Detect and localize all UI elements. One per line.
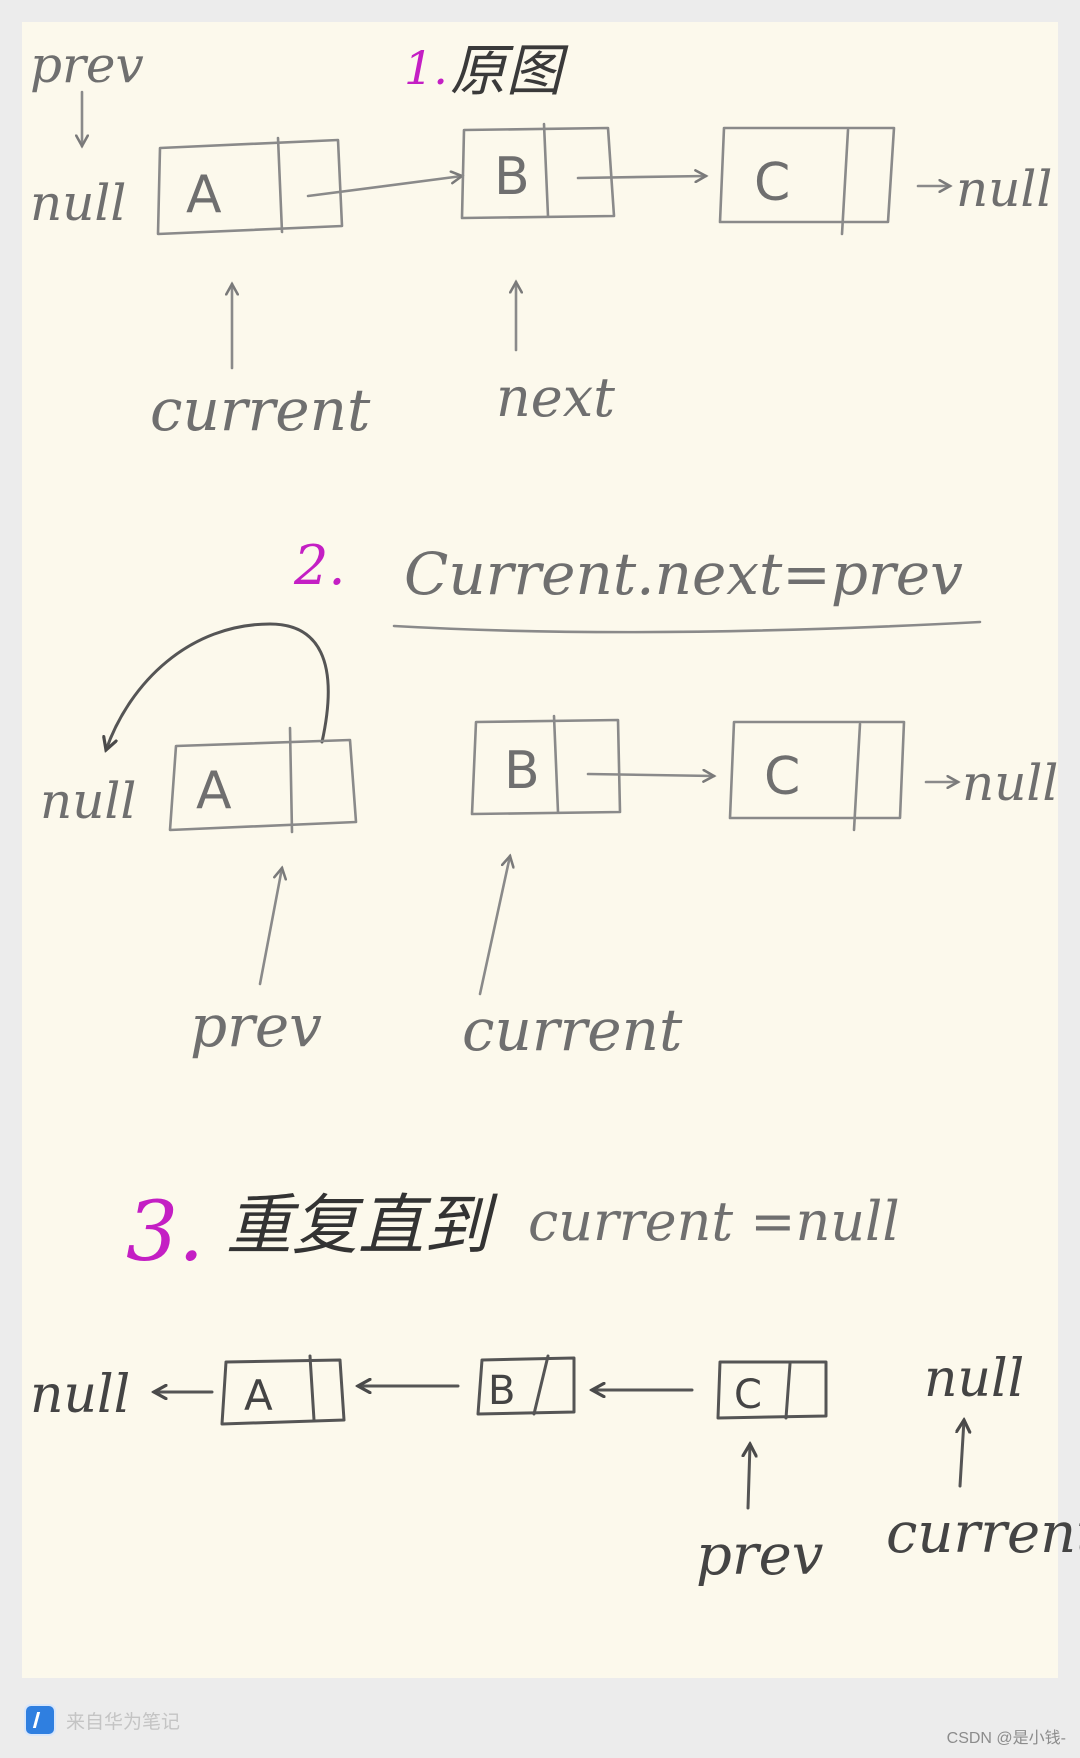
step1-null-right: null xyxy=(956,160,1052,218)
source-footer: 来自华为笔记 xyxy=(26,1706,180,1734)
step3-title-cn: 重复直到 xyxy=(226,1187,498,1264)
huawei-notes-icon xyxy=(26,1706,54,1734)
step2-node-b-label: B xyxy=(504,741,540,801)
step2-current-label: current xyxy=(462,996,683,1064)
step2-prev-arrow xyxy=(258,868,282,986)
step1-node-a-label: A xyxy=(186,165,222,225)
step2-redirect-arrow xyxy=(106,622,330,750)
step3-prev-label: prev xyxy=(696,1523,824,1588)
step3-node-a: A xyxy=(220,1354,346,1426)
step1-title: 原图 xyxy=(450,39,569,104)
step2-node-b: B xyxy=(470,714,622,816)
step3-node-b-label: B xyxy=(488,1368,515,1414)
source-text: 来自华为笔记 xyxy=(66,1711,181,1733)
step3-node-c: C xyxy=(716,1360,828,1420)
step2-node-c-label: C xyxy=(764,747,800,807)
step1-node-b-label: B xyxy=(494,147,530,207)
step3-null-left: null xyxy=(30,1365,130,1425)
step3-current-label: current xyxy=(886,1501,1080,1566)
step1-node-a: A xyxy=(156,136,344,236)
step3-node-c-label: C xyxy=(734,1372,762,1418)
step2-null-right: null xyxy=(962,754,1058,812)
step2-prev-label: prev xyxy=(190,992,322,1060)
step2-section: 2. Current.next=prev null A B C null pre… xyxy=(40,534,1058,1064)
step1-node-b: B xyxy=(460,122,616,220)
step1-null-left: null xyxy=(30,174,126,232)
csdn-watermark: CSDN @是小钱- xyxy=(946,1730,1066,1747)
step1-next-label: next xyxy=(496,366,615,429)
step1-prev-label: prev xyxy=(30,36,144,94)
step2-arrow-b-c xyxy=(586,774,714,776)
step2-title: Current.next=prev xyxy=(404,540,963,608)
step3-number: 3. xyxy=(126,1185,204,1280)
step3-section: 3. 重复直到 current =null null A B C null pr… xyxy=(30,1185,1080,1588)
step3-prev-arrow xyxy=(748,1444,750,1510)
step3-title-expr: current =null xyxy=(528,1190,900,1253)
note-page xyxy=(22,22,1058,1678)
step1-number: 1. xyxy=(404,41,448,95)
step2-node-a-label: A xyxy=(196,761,232,821)
step2-current-arrow xyxy=(478,856,510,996)
step1-section: prev 1. 原图 null A B C null current nex xyxy=(30,36,1052,444)
step3-current-arrow xyxy=(960,1420,964,1488)
step2-title-underline xyxy=(392,620,982,634)
step1-current-label: current xyxy=(150,376,371,444)
step1-arrow-a-b xyxy=(306,176,462,198)
step2-node-a: A xyxy=(168,726,358,834)
step1-arrow-b-c xyxy=(576,176,706,178)
step3-node-a-label: A xyxy=(244,1371,273,1420)
step3-node-b: B xyxy=(476,1354,576,1416)
step3-null-right: null xyxy=(924,1349,1024,1409)
step1-node-c: C xyxy=(718,126,896,236)
step2-null-left: null xyxy=(40,772,136,830)
step2-number: 2. xyxy=(293,534,346,597)
step1-node-c-label: C xyxy=(754,153,790,213)
step2-node-c: C xyxy=(728,720,906,832)
